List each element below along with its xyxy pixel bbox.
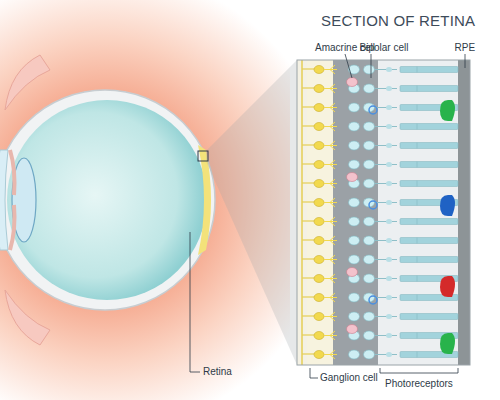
- sclera: [0, 90, 215, 310]
- retina-section: [297, 60, 470, 365]
- lower-eyelid: [5, 290, 50, 345]
- section-frame: [297, 60, 470, 365]
- leader-line: [345, 54, 352, 78]
- leader-line: [190, 232, 200, 372]
- green-cone: [440, 333, 455, 354]
- amacrine-cell: [347, 325, 358, 334]
- upper-eyelid: [5, 55, 50, 110]
- amacrine-cell: [347, 173, 358, 182]
- amacrine-cell: [347, 78, 358, 87]
- amacrine-cell: [347, 268, 358, 277]
- blue-cone: [440, 195, 455, 216]
- horizontal-cell: [369, 296, 377, 304]
- part-label: Photoreceptors: [385, 378, 453, 390]
- green-cone: [440, 100, 455, 121]
- part-label: RPE: [455, 42, 476, 54]
- leader-line: [310, 368, 318, 378]
- cornea: [0, 150, 8, 250]
- zoom-projection: [206, 60, 297, 365]
- part-label: Bipolar cell: [360, 42, 409, 54]
- leader-line: [371, 54, 372, 78]
- bracket: [380, 368, 458, 373]
- part-label: Ganglion cell: [320, 372, 378, 384]
- diagram-title: SECTION OF RETINA: [321, 12, 475, 30]
- leader-line: [465, 54, 466, 68]
- vitreous-body: [7, 100, 207, 300]
- zoom-marker: [198, 151, 208, 161]
- horizontal-cell: [369, 106, 377, 114]
- horizontal-cell: [369, 201, 377, 209]
- red-cone: [440, 276, 455, 297]
- part-label: Retina: [203, 366, 232, 378]
- iris: [10, 150, 15, 250]
